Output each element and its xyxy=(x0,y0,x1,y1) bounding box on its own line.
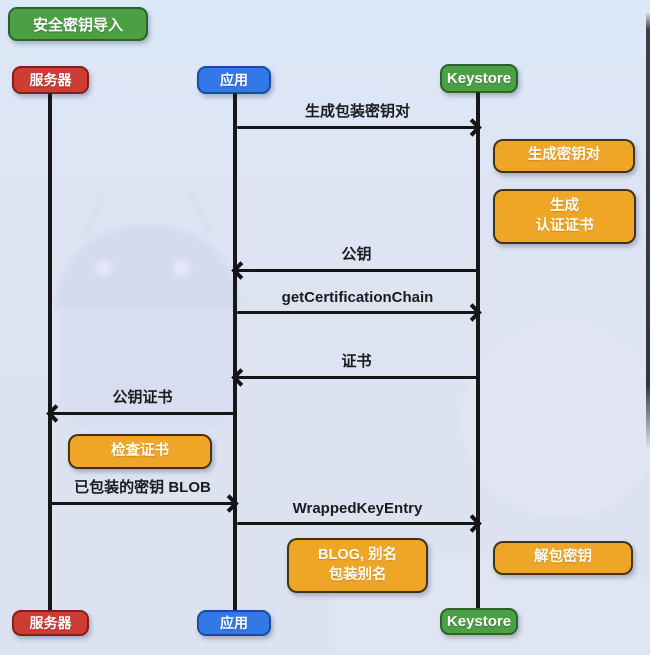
message-wrapped-key-blob: 已包装的密钥 BLOB xyxy=(50,475,239,513)
message-get-certification-chain: getCertificationChain xyxy=(237,284,482,322)
note-check-certificate: 检查证书 xyxy=(68,434,212,469)
note-generate-keypair: 生成密钥对 xyxy=(493,139,635,173)
message-label: 已包装的密钥 BLOB xyxy=(74,479,211,496)
screenshot-right-edge xyxy=(646,12,650,450)
diagram-title: 安全密钥导入 xyxy=(8,7,148,41)
note-label: 生成密钥对 xyxy=(527,147,601,164)
note-label: 检查证书 xyxy=(111,442,169,459)
message-wrapped-key-entry: WrappedKeyEntry xyxy=(237,495,482,533)
actor-app-bottom: 应用 xyxy=(197,610,271,636)
arrow-shaft xyxy=(237,302,482,322)
actor-server-top: 服务器 xyxy=(12,66,89,94)
lifeline-server xyxy=(48,93,52,612)
note-generate-attestation-certificate: 生成 认证证书 xyxy=(493,189,636,244)
note-label: 解包密钥 xyxy=(534,549,592,566)
actor-app-label: 应用 xyxy=(220,615,248,631)
actor-server-bottom: 服务器 xyxy=(12,610,89,636)
message-label: 公钥证书 xyxy=(112,389,173,406)
message-public-key: 公钥 xyxy=(231,242,478,280)
actor-server-label: 服务器 xyxy=(29,615,72,631)
android-watermark-antenna-right xyxy=(188,191,212,235)
note-label-line1: BLOG, 别名 xyxy=(318,546,397,563)
message-generate-wrapping-keypair: 生成包装密钥对 xyxy=(237,99,482,137)
android-watermark-eye-left xyxy=(96,260,112,276)
arrow-shaft xyxy=(237,513,482,533)
lifeline-app xyxy=(233,93,237,612)
actor-keystore-bottom: Keystore xyxy=(440,608,518,635)
android-watermark-head xyxy=(55,225,240,310)
actor-server-label: 服务器 xyxy=(29,72,72,88)
message-label: 公钥 xyxy=(341,246,372,263)
actor-app-label: 应用 xyxy=(220,72,248,88)
actor-keystore-label: Keystore xyxy=(446,70,512,87)
note-label-line1: 生成 xyxy=(550,197,579,214)
message-label: WrappedKeyEntry xyxy=(292,500,423,517)
message-label: 生成包装密钥对 xyxy=(304,103,410,120)
message-label: getCertificationChain xyxy=(281,289,434,306)
arrow-shaft xyxy=(237,117,482,137)
arrow-shaft xyxy=(231,260,478,280)
actor-keystore-top: Keystore xyxy=(440,64,518,93)
actor-keystore-label: Keystore xyxy=(446,613,512,630)
message-label: 证书 xyxy=(341,353,372,370)
note-label-line2: 认证证书 xyxy=(535,217,594,234)
lifeline-keystore xyxy=(476,92,480,610)
note-label-line2: 包装别名 xyxy=(328,566,387,583)
diagram-title-label: 安全密钥导入 xyxy=(32,16,123,34)
arrow-shaft xyxy=(50,493,239,513)
background-circle-watermark xyxy=(462,322,650,517)
actor-app-top: 应用 xyxy=(197,66,271,94)
arrow-shaft xyxy=(46,403,235,423)
note-blob-alias-wrapping-alias: BLOG, 别名 包装别名 xyxy=(287,538,428,593)
arrow-shaft xyxy=(231,367,478,387)
android-watermark-eye-right xyxy=(174,260,190,276)
message-certificate: 证书 xyxy=(231,349,478,387)
android-watermark-antenna-left xyxy=(81,193,107,237)
note-unwrap-key: 解包密钥 xyxy=(493,541,633,575)
message-public-key-certificate: 公钥证书 xyxy=(46,385,235,423)
